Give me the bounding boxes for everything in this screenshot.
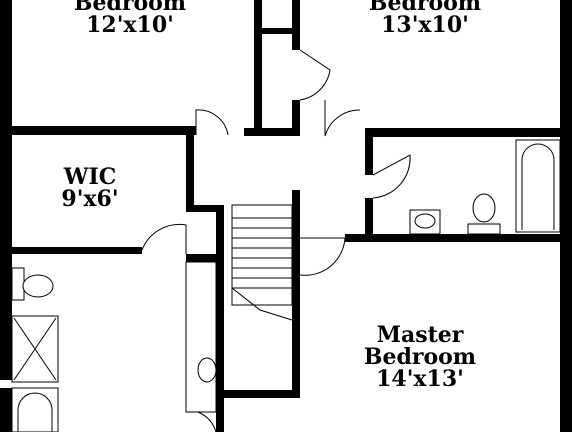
bath-wall-bottom — [345, 234, 572, 242]
stair-wall-left — [216, 205, 224, 432]
wic-wall-bottom — [12, 247, 142, 254]
room-name: Bedroom — [368, 0, 482, 16]
door-swing-bath — [372, 154, 411, 199]
door-swing-lower — [185, 409, 217, 432]
stair-wall-right — [292, 235, 300, 395]
room-size: 9'x6' — [61, 186, 119, 212]
toilet-bowl-left — [22, 274, 54, 298]
room-label-wic: WIC 9'x6' — [40, 166, 140, 210]
bathtub-right — [515, 139, 561, 233]
outer-wall-left — [0, 0, 12, 380]
shower-left-diagonal — [13, 317, 57, 381]
wall-upper-mid — [244, 128, 299, 136]
stair-treads — [231, 217, 293, 321]
room-size: 14'x13' — [376, 366, 464, 392]
room-label-bedroom-right: Bedroom 13'x10' — [355, 0, 495, 36]
sink-right — [414, 213, 436, 229]
wic-wall-bottom-right — [186, 205, 222, 212]
toilet-bowl-right — [472, 193, 496, 223]
room-name-line1: Master — [376, 322, 464, 348]
outer-wall-left-lower — [0, 388, 12, 432]
bath-wall-left — [365, 137, 373, 175]
stair-wall-bottom — [224, 390, 300, 398]
wic-wall-right — [186, 135, 194, 205]
room-name-line2: Bedroom — [363, 344, 477, 370]
door-swing-master — [299, 237, 346, 276]
bath-wall-left-low — [365, 198, 373, 238]
stair-outline — [231, 204, 293, 306]
bathtub-left — [11, 387, 59, 432]
door-swing-hall-right — [324, 100, 361, 137]
closet-shelf — [262, 28, 292, 34]
room-label-bedroom-left: Bedroom 12'x10' — [60, 0, 200, 36]
toilet-tank-left — [11, 267, 25, 301]
wall-upper-left — [0, 126, 196, 135]
left-bath-wall-top — [186, 254, 222, 262]
room-name: WIC — [63, 164, 117, 190]
wall-upper-right — [365, 128, 572, 137]
stair-post — [292, 190, 300, 235]
closet-wall-right-low — [292, 100, 300, 136]
room-label-master: Master Bedroom 14'x13' — [345, 324, 495, 390]
room-size: 12'x10' — [86, 12, 174, 38]
room-size: 13'x10' — [381, 12, 469, 38]
door-swing-closet — [299, 49, 331, 101]
closet-wall-left — [254, 0, 262, 136]
room-name: Bedroom — [73, 0, 187, 16]
bathtub-right-inner — [521, 143, 555, 230]
door-swing-hall-left — [195, 109, 229, 136]
outer-wall-right — [560, 0, 572, 432]
bathtub-left-inner — [17, 392, 53, 432]
vanity-left — [185, 261, 217, 413]
door-swing-wic — [141, 223, 187, 254]
sink-left — [197, 357, 217, 383]
toilet-tank-right — [467, 223, 501, 235]
closet-wall-right — [292, 0, 300, 50]
